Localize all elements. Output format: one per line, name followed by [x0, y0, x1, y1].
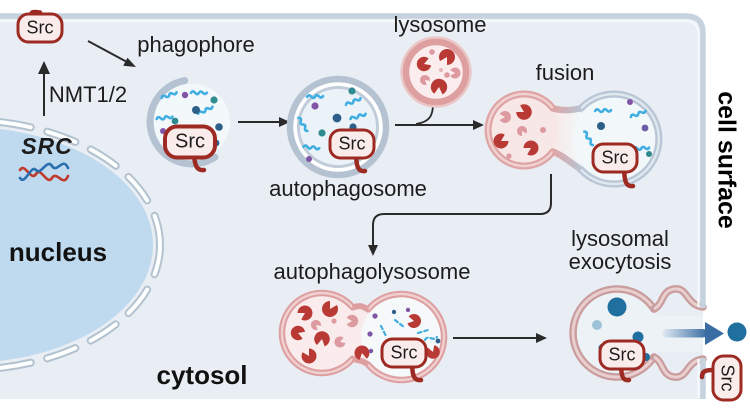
- fusion-to-autophagolysosome-arrow: [368, 174, 552, 256]
- nmt-label: NMT1/2: [48, 82, 128, 107]
- src-anchor-tail: [699, 367, 716, 380]
- lysosomal-exocytosis-label: lysosomal exocytosis: [568, 226, 672, 274]
- dna-icon: [18, 162, 70, 182]
- cytosol-label: cytosol: [156, 360, 248, 390]
- src-tag-autophagosome: Src: [328, 128, 376, 160]
- lysosome-enzymes: [414, 46, 461, 95]
- nucleus-shape: [0, 118, 164, 372]
- phagophore-to-autophagosome-arrow: [238, 117, 290, 127]
- fusion-label: fusion: [535, 60, 595, 85]
- nucleus-label: nucleus: [8, 237, 108, 267]
- phagophore-label: phagophore: [137, 32, 255, 57]
- src-tag-phagophore: Src: [163, 124, 217, 160]
- nmt-arrow: [38, 61, 50, 116]
- src-tag-autophagolysosome: Src: [380, 337, 428, 369]
- fusion-enzymes: [490, 101, 546, 159]
- cell-surface-label: cell surface: [712, 91, 741, 229]
- src-tag-exocytosis: Src: [598, 339, 646, 371]
- src-gene-label: SRC: [21, 133, 73, 159]
- lysosome-vesicle: [400, 36, 472, 108]
- secretion-arrow: [662, 322, 724, 345]
- src-tag-extracellular: Src: [711, 354, 743, 402]
- src-tag-membrane: Src: [16, 12, 64, 44]
- lysosome-label: lysosome: [393, 12, 487, 37]
- cell-membrane: [0, 13, 706, 399]
- autophagolysosome-enzymes: [288, 299, 371, 367]
- autophagolysosome-to-exocytosis-arrow: [453, 333, 547, 343]
- src-tag-fusion: Src: [591, 142, 639, 174]
- autophagolysosome-label: autophagolysosome: [273, 259, 471, 284]
- released-particle: [727, 322, 747, 342]
- src-to-phagophore-arrow: [87, 40, 136, 67]
- autophagosome-vesicle: [286, 75, 390, 179]
- autophagosome-label: autophagosome: [269, 176, 427, 201]
